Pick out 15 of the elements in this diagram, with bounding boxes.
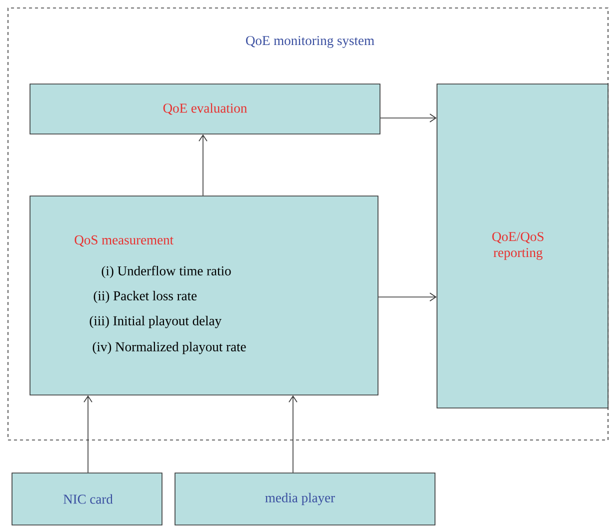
arrow [288,395,298,473]
box-title: NIC card [63,494,113,504]
box-title: QoE evaluation [163,103,247,115]
arrow [380,114,437,122]
arrow [198,134,208,196]
box-title: QoS measurement [74,235,174,247]
arrow [378,292,437,302]
arrow [84,395,92,473]
list-item: (iii) Initial playout delay [90,316,222,328]
box-title: QoE monitoring system [246,36,374,48]
list-item: (i) Underflow time ratio [102,266,231,278]
list-item: (iv) Normalized playout rate [92,342,246,354]
box-title: QoE/QoS reporting [492,232,544,260]
list-item: (ii) Packet loss rate [94,290,197,304]
box-title: media player [265,492,335,506]
